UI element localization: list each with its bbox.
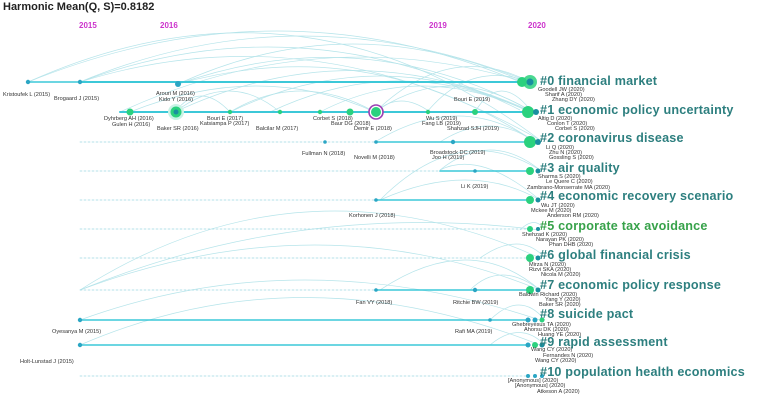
author-label: Corbet S (2020) <box>555 126 595 132</box>
citation-nodes <box>25 75 545 378</box>
cluster-label-9: #9 rapid assessment <box>540 335 668 349</box>
author-label: Bouri E (2019) <box>454 97 490 103</box>
author-label: Ritchie BW (2019) <box>453 300 499 306</box>
author-label: Wang CY (2020) <box>535 358 576 364</box>
author-label: Broadstock DC (2019) <box>430 150 485 156</box>
author-label: Mckee M (2020) <box>531 208 572 214</box>
author-label: Katsiampa P (2017) <box>200 121 249 127</box>
author-label: [Anonymous] (2020) <box>508 378 559 384</box>
page-title: Harmonic Mean(Q, S)=0.8182 <box>3 1 155 13</box>
cluster-label-5: #5 corporate tax avoidance <box>540 219 708 233</box>
author-label: Li Q (2020) <box>546 145 574 151</box>
cluster-label-0: #0 financial market <box>540 74 658 88</box>
author-label: Fang LB (2019) <box>422 121 461 127</box>
cluster-labels: #0 financial market #1 economic policy u… <box>540 74 745 379</box>
author-label: Bouri E (2017) <box>207 116 243 122</box>
author-label: Fullman N (2018) <box>302 151 345 157</box>
cluster-label-8: #8 suicide pact <box>540 307 634 321</box>
cluster-label-6: #6 global financial crisis <box>540 248 691 262</box>
author-label: Wang CY (2020) <box>531 347 572 353</box>
author-label: Phan DHB (2020) <box>549 242 593 248</box>
author-label: Ghebreyesus TA (2020) <box>512 322 571 328</box>
cluster-label-2: #2 coronavirus disease <box>540 131 684 145</box>
author-label: Sharif A (2020) <box>545 92 582 98</box>
author-label: Yang Y (2020) <box>545 297 581 303</box>
cluster-label-3: #3 air quality <box>540 161 620 175</box>
cluster-timelines <box>27 81 531 377</box>
author-label: Korhonen J (2018) <box>349 213 395 219</box>
author-label: Nicola M (2020) <box>541 272 581 278</box>
author-label: Baker SR (2016) <box>157 126 199 132</box>
author-label: Anderson RM (2020) <box>547 213 599 219</box>
year-label: 2019 <box>429 21 447 30</box>
author-label: Gulen H (2016) <box>112 122 150 128</box>
author-label: Shehzad K (2020) <box>522 232 567 238</box>
author-label: Wu S (2019) <box>426 116 457 122</box>
author-label: Mirza N (2020) <box>529 262 566 268</box>
author-label: Gossling S (2020) <box>549 155 594 161</box>
author-label: Altig D (2020) <box>538 116 572 122</box>
author-label: Zambrano-Monserrate MA (2020) <box>527 185 610 191</box>
author-label: Ahorsu DK (2020) <box>524 327 569 333</box>
author-label: Baldwin Richard (2020) <box>519 292 577 298</box>
author-label: Kido Y (2016) <box>159 97 193 103</box>
author-label: Huang YE (2020) <box>538 332 581 338</box>
author-label: Kristoufek L (2015) <box>3 92 50 98</box>
author-label: Wu JT (2020) <box>541 203 575 209</box>
author-label: Brogaard J (2015) <box>54 96 99 102</box>
author-label: [Anonymous] (2020) <box>515 383 566 389</box>
author-label: Oyesanya M (2015) <box>52 329 101 335</box>
author-labels: Kristoufek L (2015) Brogaard J (2015) Ar… <box>3 87 610 395</box>
author-label: Rizvi SKA (2020) <box>529 267 571 273</box>
author-label: Rafi MA (2019) <box>455 329 492 335</box>
author-label: Zhu N (2020) <box>549 150 582 156</box>
author-label: Li K (2019) <box>461 184 488 190</box>
cluster-label-7: #7 economic policy response <box>540 278 721 292</box>
author-label: Le Quere C (2020) <box>546 179 593 185</box>
author-label: Narayan PK (2020) <box>536 237 584 243</box>
year-label: 2016 <box>160 21 178 30</box>
author-label: Zhang DY (2020) <box>552 97 595 103</box>
author-label: Balcilar M (2017) <box>256 126 298 132</box>
author-label: Arouri M (2016) <box>156 91 195 97</box>
author-label: Joo H (2019) <box>432 155 464 161</box>
author-label: Fan VY (2018) <box>356 300 392 306</box>
author-label: Atkeson A (2020) <box>537 389 580 395</box>
author-label: Baker SR (2020) <box>539 302 581 308</box>
author-label: Baur DG (2018) <box>331 121 371 127</box>
author-label: Corbet S (2018) <box>313 116 353 122</box>
author-label: Dyhrberg AH (2016) <box>104 116 154 122</box>
year-label: 2020 <box>528 21 546 30</box>
year-label: 2015 <box>79 21 97 30</box>
cluster-label-10: #10 population health economics <box>540 365 745 379</box>
author-label: Demir E (2018) <box>354 126 392 132</box>
author-label: Goodell JW (2020) <box>538 87 585 93</box>
author-label: Holt-Lunstad J (2015) <box>20 359 74 365</box>
author-label: Conlon T (2020) <box>547 121 587 127</box>
cluster-label-4: #4 economic recovery scenario <box>540 189 734 203</box>
cluster-label-1: #1 economic policy uncertainty <box>540 103 734 117</box>
author-label: Sharma S (2020) <box>538 174 581 180</box>
author-label: Shahzad SJH (2019) <box>447 126 499 132</box>
author-label: Novelli M (2018) <box>354 155 395 161</box>
author-label: Fernandes N (2020) <box>543 353 593 359</box>
